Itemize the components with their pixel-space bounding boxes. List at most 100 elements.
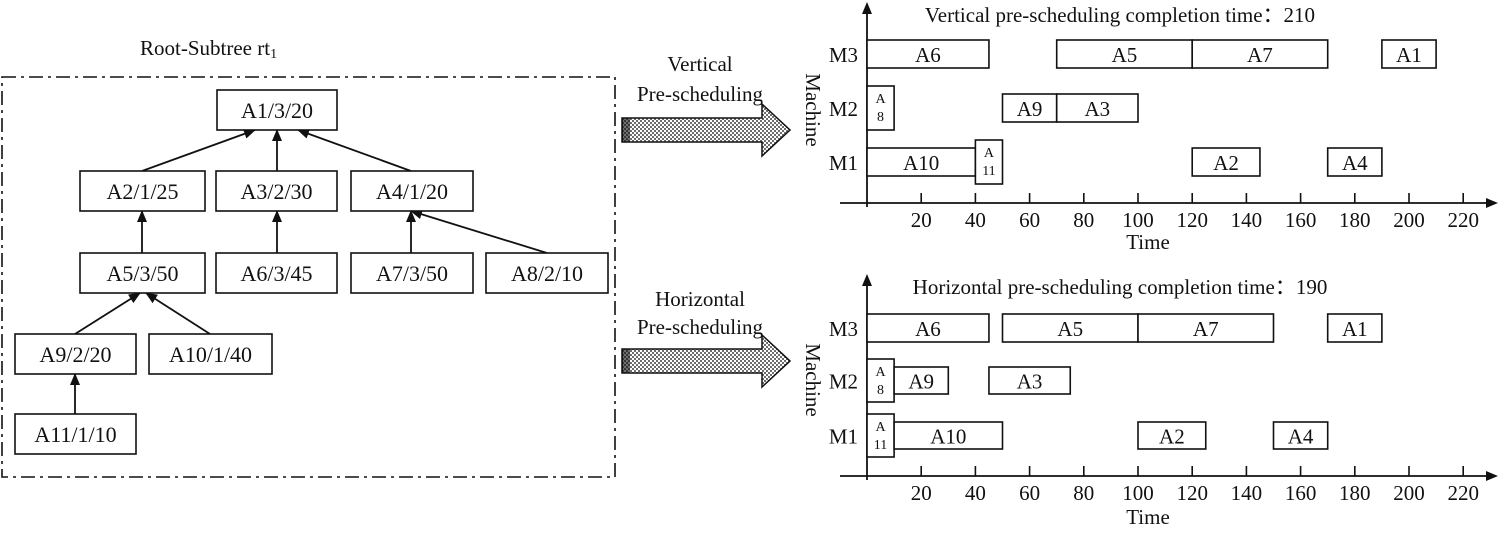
tree-title-main: Root-Subtree rt — [140, 36, 270, 60]
task-label: A3 — [1085, 97, 1111, 121]
tree-node-box — [485, 252, 609, 294]
machine-label-m2: M2 — [829, 370, 858, 394]
tree-node-box — [14, 413, 137, 455]
gantt-charts: Vertical pre-scheduling completion time：… — [801, 2, 1498, 529]
task-a2-m1: A2 — [1137, 421, 1207, 450]
task-a7-m3: A7 — [1137, 313, 1275, 343]
machine-label-m2: M2 — [829, 97, 858, 121]
task-label: A1 — [1342, 317, 1368, 341]
x-tick-label: 100 — [1122, 208, 1154, 232]
task-a4-m1: A4 — [1272, 421, 1329, 450]
scheduling-arrows: VerticalPre-schedulingHorizontalPre-sche… — [621, 52, 792, 389]
tree-node-box — [79, 252, 206, 294]
y-axis-label: Machine — [801, 343, 825, 416]
task-bar — [866, 413, 895, 458]
tree-node-label: A9/2/20 — [39, 342, 111, 367]
tree-node-box — [350, 252, 474, 294]
task-bar — [1137, 421, 1207, 450]
task-a9-m2: A9 — [893, 366, 950, 395]
task-label: A3 — [1017, 370, 1043, 394]
tree-node-label: A8/2/10 — [511, 261, 583, 286]
task-label: A9 — [1017, 97, 1043, 121]
arrow-label-line1: Vertical — [667, 52, 732, 76]
x-tick-label: 160 — [1285, 208, 1317, 232]
tree-title: Root-Subtree rt1 — [140, 36, 277, 62]
hatched-arrow-shape — [621, 102, 792, 158]
x-tick-label: 120 — [1176, 481, 1208, 505]
machine-label-m1: M1 — [829, 425, 858, 449]
tree-edge-a4-to-a1 — [297, 129, 412, 172]
task-label: A6 — [915, 317, 941, 341]
vertical-gantt-chart: Vertical pre-scheduling completion time：… — [801, 2, 1498, 254]
arrow-label-line2: Pre-scheduling — [637, 315, 763, 339]
x-tick-label: 40 — [965, 481, 986, 505]
chart-title: Horizontal pre-scheduling completion tim… — [913, 275, 1328, 299]
task-a6-m3: A6 — [866, 313, 990, 343]
task-bar — [1055, 93, 1139, 123]
tree-node-box — [215, 252, 338, 294]
task-bar — [1326, 313, 1383, 343]
tree-node-a7: A7/3/50 — [350, 252, 474, 294]
task-label: A10 — [903, 151, 939, 175]
task-label: A5 — [1112, 43, 1138, 67]
task-a7-m3: A7 — [1191, 39, 1329, 69]
x-axis-arrowhead — [1486, 198, 1498, 208]
task-label: A7 — [1193, 317, 1219, 341]
task-bar — [1055, 39, 1193, 69]
task-a1-m3: A1 — [1381, 39, 1437, 69]
x-tick-label: 180 — [1339, 481, 1371, 505]
task-bar — [866, 147, 977, 177]
tree-node-a4: A4/1/20 — [350, 170, 474, 212]
tree-edge-a2-to-a1 — [141, 129, 256, 172]
x-tick-label: 160 — [1285, 481, 1317, 505]
task-a2-m1: A2 — [1191, 147, 1261, 177]
x-tick-label: 140 — [1231, 481, 1263, 505]
tree-title-subscript: 1 — [270, 47, 277, 62]
task-a10-m1: A10 — [866, 147, 977, 177]
x-tick-label: 20 — [911, 481, 932, 505]
task-label: A9 — [908, 370, 934, 394]
tree-node-box — [215, 170, 338, 212]
task-label: A4 — [1342, 151, 1368, 175]
x-axis-label: Time — [1126, 505, 1170, 529]
tree-node-label: A2/1/25 — [106, 179, 178, 204]
tree-node-box — [14, 333, 137, 375]
task-bar — [1001, 93, 1058, 123]
task-a5-m3: A5 — [1001, 313, 1139, 343]
tree-node-a6: A6/3/45 — [215, 252, 338, 294]
task-a4-m1: A4 — [1326, 147, 1383, 177]
x-tick-label: 80 — [1073, 208, 1094, 232]
tree-node-a10: A10/1/40 — [148, 333, 273, 375]
task-bar — [866, 358, 895, 403]
task-bar — [988, 366, 1072, 395]
task-label: A2 — [1213, 151, 1239, 175]
task-label: A2 — [1159, 425, 1185, 449]
task-bar — [1381, 39, 1437, 69]
arrow-label-line1: Horizontal — [655, 287, 745, 311]
machine-label-m3: M3 — [829, 43, 858, 67]
x-tick-label: 140 — [1231, 208, 1263, 232]
x-tick-label: 200 — [1393, 481, 1425, 505]
tree-node-a11: A11/1/10 — [14, 413, 137, 455]
tree-dashdot-frame — [1, 76, 616, 478]
task-label: A5 — [1057, 317, 1083, 341]
task-label: A1 — [1396, 43, 1422, 67]
x-tick-label: 220 — [1447, 481, 1479, 505]
tree-node-a2: A2/1/25 — [79, 170, 206, 212]
tree-node-box — [79, 170, 206, 212]
tree-edges — [70, 129, 548, 414]
tree-node-a3: A3/2/30 — [215, 170, 338, 212]
y-axis-label: Machine — [801, 73, 825, 146]
x-tick-label: 200 — [1393, 208, 1425, 232]
tree-node-label: A6/3/45 — [240, 261, 312, 286]
task-label: A4 — [1288, 425, 1314, 449]
tree-edge-a9-to-a5 — [74, 292, 141, 335]
